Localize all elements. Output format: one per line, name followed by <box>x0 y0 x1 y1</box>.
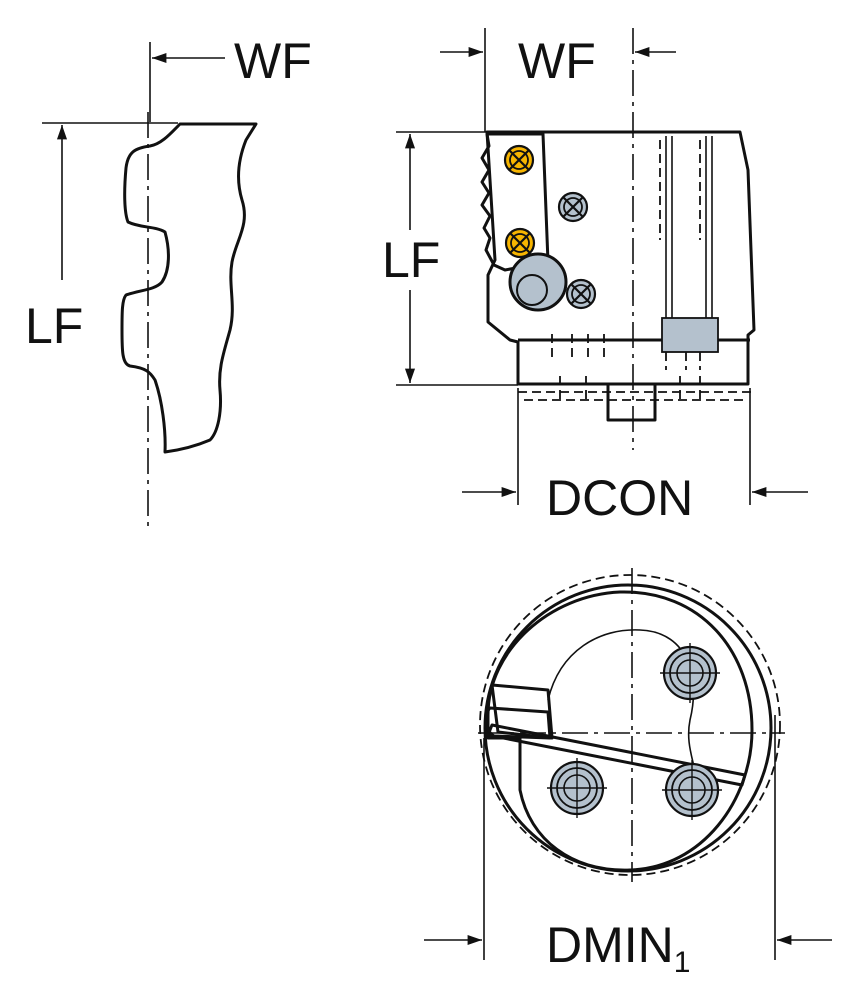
crosshair-screw-icon <box>504 227 536 259</box>
head-body <box>485 130 756 386</box>
insert-profile-view: WF LF <box>25 33 312 530</box>
dmin-subscript: 1 <box>674 946 691 979</box>
end-face-groove <box>486 723 747 787</box>
insert-clamp-hole-inner <box>516 274 548 306</box>
left-lf-label: LF <box>25 298 83 354</box>
swing-circle <box>483 583 773 873</box>
head-shank <box>606 382 657 422</box>
end-face-body <box>486 590 754 872</box>
head-side-view: WF LF DCON <box>382 28 808 526</box>
right-lf-label: LF <box>382 232 440 288</box>
insert-profile-shape <box>120 122 258 454</box>
crosshair-screw-icon <box>565 278 597 310</box>
swing-circle-outer <box>479 574 781 876</box>
head-end-view: DMIN1 <box>424 568 832 979</box>
coolant-channel <box>665 136 713 318</box>
hidden-base <box>518 376 752 401</box>
crosshair-screw-icon <box>557 191 589 223</box>
hidden-features <box>551 140 701 370</box>
left-wf-label: WF <box>234 33 312 89</box>
dcon-label: DCON <box>546 470 693 526</box>
crosshair-screw-icon <box>503 144 535 176</box>
dmin-label: DMIN1 <box>546 917 690 979</box>
end-insert <box>484 706 552 740</box>
end-insert-seat <box>490 683 554 740</box>
bolt-icon <box>658 641 722 705</box>
coolant-plug <box>661 317 719 353</box>
right-wf-label: WF <box>518 33 596 89</box>
bolt-icon <box>545 756 609 820</box>
